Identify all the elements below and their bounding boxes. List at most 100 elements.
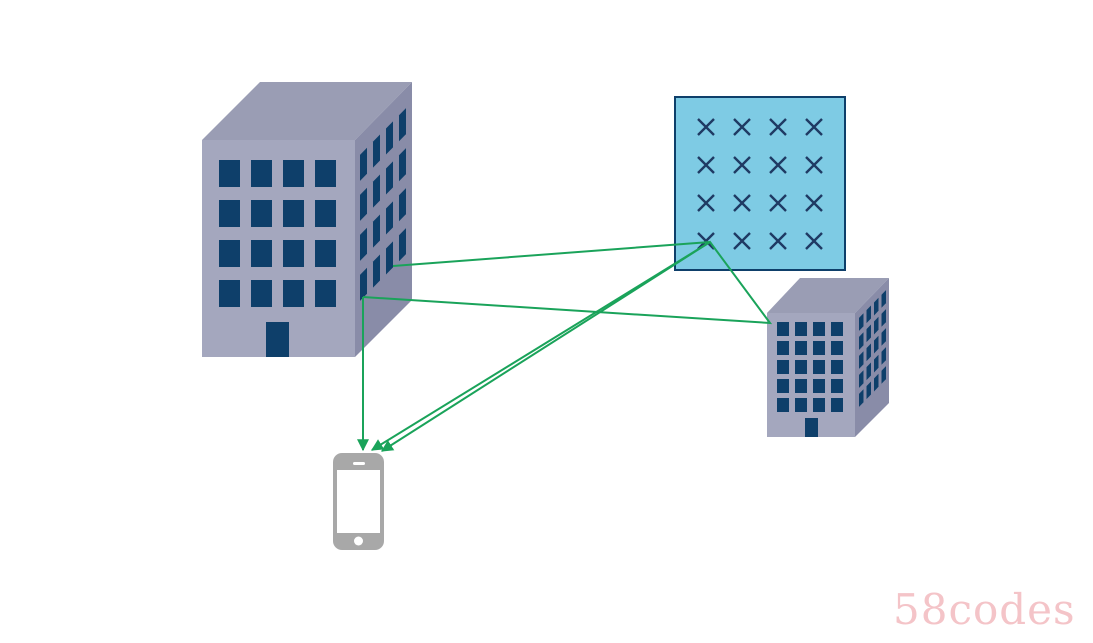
window: [813, 379, 825, 393]
window: [795, 379, 807, 393]
ris-element-icon: [733, 194, 751, 212]
window: [859, 351, 864, 369]
window: [874, 354, 879, 373]
large-building: [202, 82, 412, 357]
window: [874, 297, 879, 316]
ris-panel: [674, 96, 846, 271]
signal-paths: [357, 240, 773, 452]
window: [831, 398, 843, 412]
window: [813, 398, 825, 412]
small-building-door: [805, 418, 818, 437]
window: [859, 370, 864, 388]
phone: [333, 453, 384, 550]
large-building-side: [355, 82, 412, 357]
window: [283, 240, 304, 267]
window: [866, 305, 871, 324]
window: [360, 227, 367, 261]
window: [795, 322, 807, 336]
small-building-side-windows: [859, 290, 886, 407]
window: [373, 174, 380, 208]
window: [283, 280, 304, 307]
window: [881, 309, 886, 327]
window: [795, 341, 807, 355]
ris-panel-elements: [697, 118, 823, 250]
window: [874, 373, 879, 392]
ris-element-icon: [769, 232, 787, 250]
large-building-door: [266, 322, 289, 357]
window: [795, 360, 807, 374]
window: [881, 347, 886, 365]
window: [373, 254, 380, 288]
window: [866, 381, 871, 400]
window: [831, 341, 843, 355]
small-building: [767, 278, 889, 437]
window: [831, 360, 843, 374]
phone-home-button: [354, 536, 363, 546]
window: [399, 148, 406, 182]
window: [881, 290, 886, 308]
window: [251, 160, 272, 187]
window: [874, 335, 879, 354]
window: [386, 241, 393, 275]
window: [360, 147, 367, 181]
ris-element-icon: [769, 156, 787, 174]
window: [881, 328, 886, 346]
window: [813, 322, 825, 336]
window: [881, 366, 886, 384]
window: [859, 332, 864, 350]
ris-element-icon: [697, 232, 715, 250]
window: [399, 108, 406, 142]
window: [866, 343, 871, 362]
ris-element-icon: [697, 194, 715, 212]
window: [360, 267, 367, 301]
window: [219, 160, 240, 187]
ris-element-icon: [733, 156, 751, 174]
window: [795, 398, 807, 412]
ris-element-icon: [805, 118, 823, 136]
window: [777, 379, 789, 393]
window: [831, 322, 843, 336]
large-building-front-windows: [219, 160, 336, 307]
window: [777, 341, 789, 355]
window: [777, 398, 789, 412]
window: [283, 200, 304, 227]
window: [813, 360, 825, 374]
ris-element-icon: [805, 194, 823, 212]
ris-element-icon: [733, 232, 751, 250]
large-building-top: [202, 82, 412, 140]
window: [386, 121, 393, 155]
small-building-front-windows: [777, 322, 843, 412]
ris-element-icon: [769, 118, 787, 136]
window: [315, 160, 336, 187]
window: [219, 200, 240, 227]
ris-element-icon: [733, 118, 751, 136]
small-building-top: [767, 278, 889, 313]
ris-element-icon: [697, 156, 715, 174]
window: [813, 341, 825, 355]
window: [777, 322, 789, 336]
window: [777, 360, 789, 374]
building-reflected-path: [362, 240, 773, 451]
ris-element-icon: [805, 156, 823, 174]
window: [360, 187, 367, 221]
window: [315, 240, 336, 267]
window: [251, 200, 272, 227]
window: [251, 240, 272, 267]
window: [386, 201, 393, 235]
window: [399, 228, 406, 262]
window: [251, 280, 272, 307]
phone-screen: [337, 470, 380, 533]
ris-element-icon: [769, 194, 787, 212]
window: [315, 280, 336, 307]
ris-element-icon: [805, 232, 823, 250]
window: [874, 316, 879, 335]
window: [283, 160, 304, 187]
window: [859, 389, 864, 407]
window: [399, 188, 406, 222]
window: [866, 324, 871, 343]
large-building-side-windows: [360, 108, 406, 301]
window: [373, 214, 380, 248]
window: [866, 362, 871, 381]
window: [386, 161, 393, 195]
